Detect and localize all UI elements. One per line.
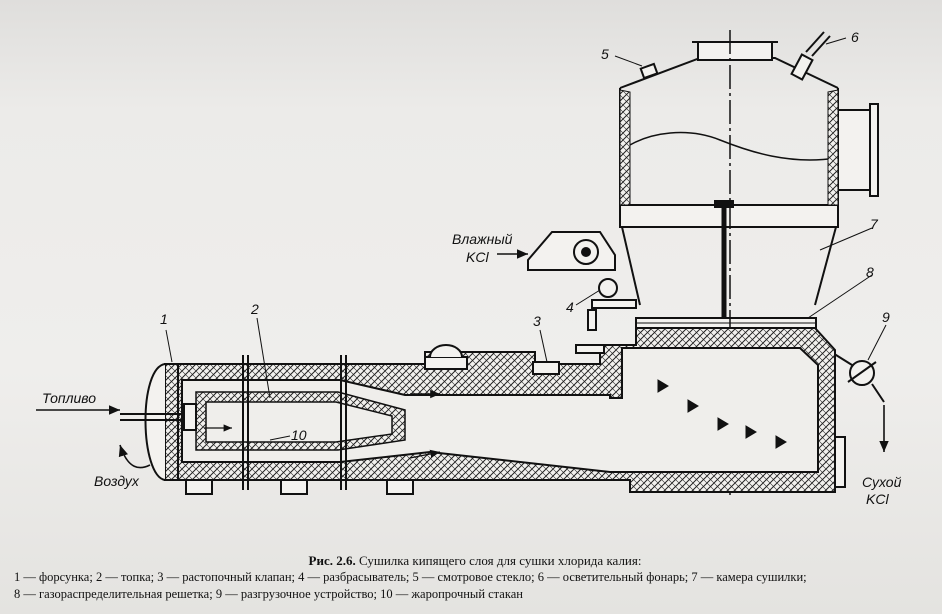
label-wet-line1: Влажный	[452, 231, 513, 247]
dryer-diagram: Топливо Воздух Влажный KCl Сухой KCl 1 2…	[36, 29, 902, 507]
figure-id: Рис. 2.6.	[308, 553, 356, 568]
caption-title-line: Рис. 2.6. Сушилка кипящего слоя для сушк…	[14, 552, 936, 569]
leader-lines	[165, 37, 887, 441]
furnace-section	[144, 309, 846, 495]
item-number-5: 5	[601, 46, 609, 62]
label-fuel: Топливо	[42, 390, 96, 406]
burner-nozzle	[120, 403, 197, 431]
inspection-lamp	[790, 31, 831, 81]
item-number-4: 4	[566, 299, 574, 315]
discharge-device	[819, 344, 885, 403]
label-wet-line2: KCl	[466, 249, 489, 265]
dryer-chamber	[619, 41, 879, 329]
item-number-10: 10	[291, 427, 307, 443]
flow-arrows	[36, 249, 889, 469]
figure-title: Сушилка кипящего слоя для сушки хлорида …	[358, 553, 642, 568]
item-number-7: 7	[870, 216, 879, 232]
item-number-1: 1	[160, 311, 168, 327]
label-air: Воздух	[94, 473, 140, 489]
wet-kcl-feeder	[527, 231, 637, 309]
item-number-6: 6	[851, 29, 859, 45]
item-number-2: 2	[250, 301, 259, 317]
caption-legend-line-2: 8 — газораспределительная решетка; 9 — р…	[14, 587, 523, 601]
item-number-8: 8	[866, 264, 874, 280]
item-number-9: 9	[882, 309, 890, 325]
sight-glass	[639, 62, 659, 80]
figure-caption: Рис. 2.6. Сушилка кипящего слоя для сушк…	[14, 552, 936, 603]
label-dry-line2: KCl	[866, 491, 889, 507]
label-dry-line1: Сухой	[862, 474, 902, 490]
item-number-3: 3	[533, 313, 541, 329]
caption-legend-line-1: 1 — форсунка; 2 — топка; 3 — растопочный…	[14, 570, 807, 584]
